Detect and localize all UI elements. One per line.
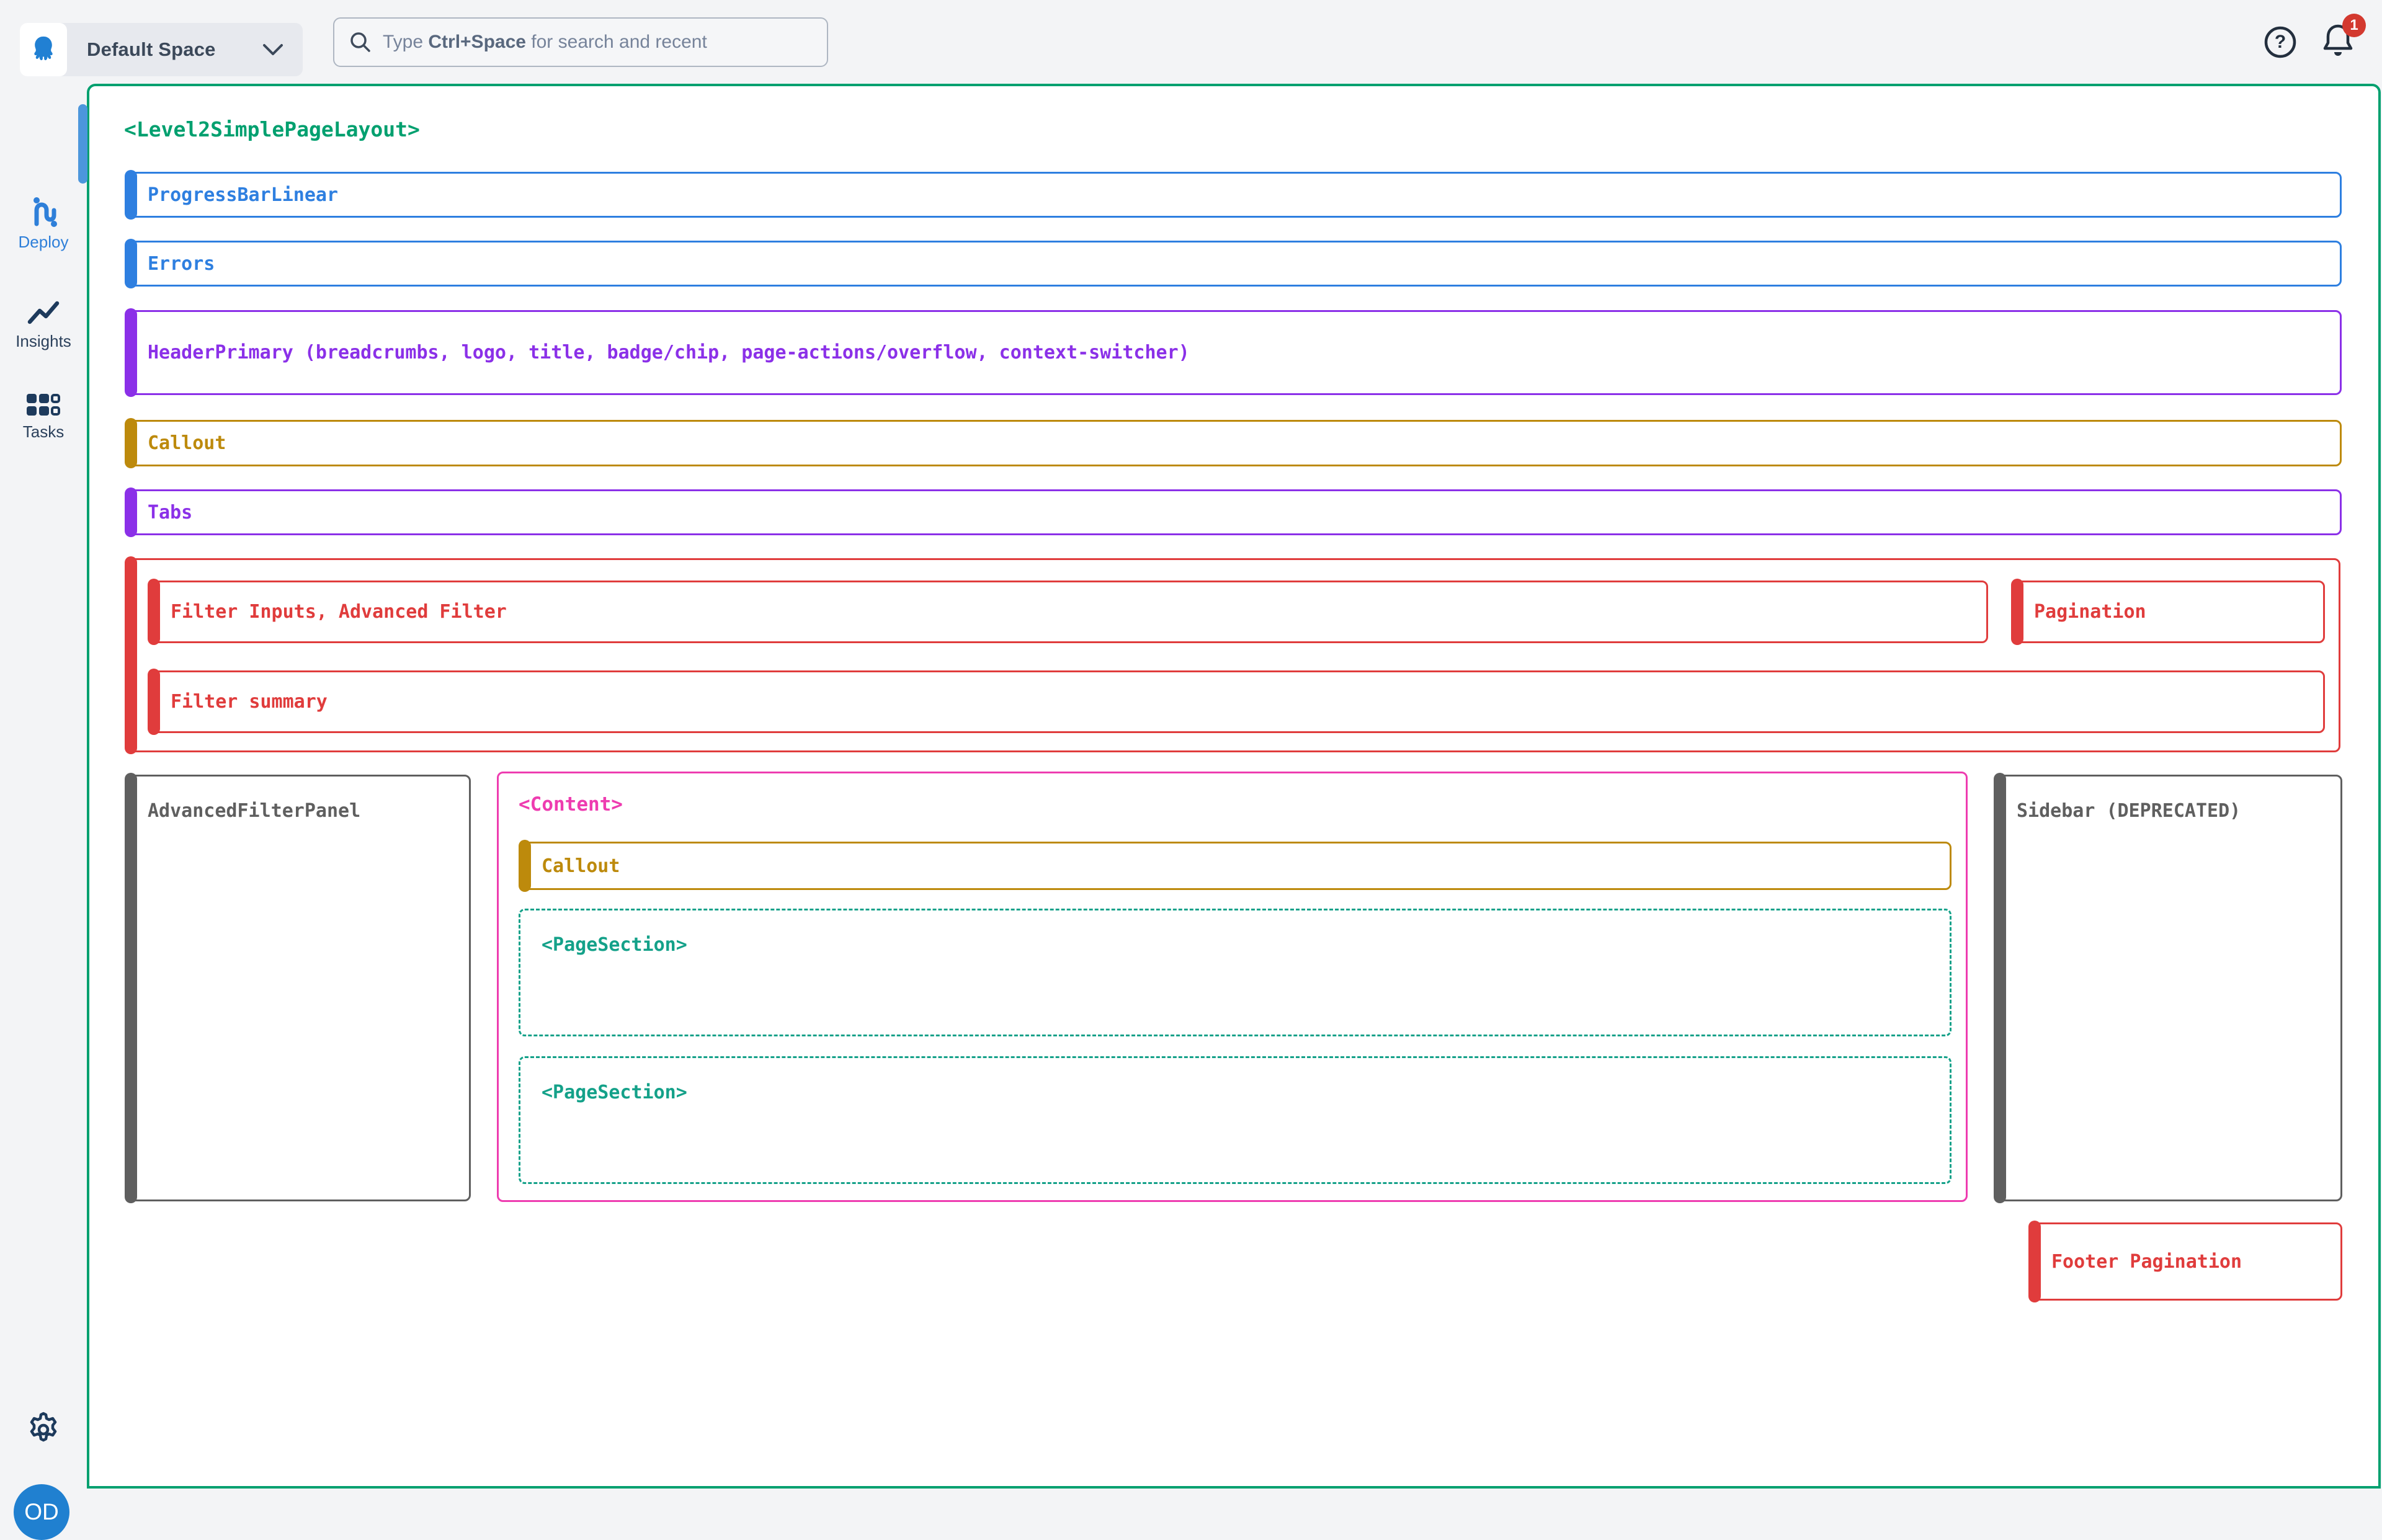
search-input[interactable]: Type Ctrl+Space for search and recent: [333, 17, 828, 67]
page-section-box: <PageSection>: [519, 1056, 1952, 1184]
progress-bar-linear-box: ProgressBarLinear: [125, 170, 2342, 220]
content-box: <Content> Callout <PageSection> <PageSec…: [497, 772, 1968, 1202]
sidebar-item-label: Insights: [16, 332, 71, 350]
advanced-filter-panel-box: AdvancedFilterPanel: [125, 773, 471, 1203]
octopus-logo-icon: [34, 36, 53, 61]
advanced-filter-panel-label: AdvancedFilterPanel: [148, 800, 361, 822]
callout-box: Callout: [125, 418, 2342, 468]
sidebar-item-label: Deploy: [18, 233, 69, 251]
search-placeholder: Type Ctrl+Space for search and recent: [383, 32, 707, 52]
content-callout-label: Callout: [542, 855, 620, 877]
active-nav-indicator: [78, 104, 87, 184]
gear-icon: [30, 1412, 57, 1442]
space-switcher[interactable]: Default Space: [20, 23, 303, 76]
help-icon: ?: [2264, 26, 2296, 58]
insights-icon: [27, 301, 60, 324]
tasks-icon: [27, 394, 60, 416]
header-primary-label: HeaderPrimary (breadcrumbs, logo, title,…: [148, 342, 1190, 363]
sidebar-item-deploy[interactable]: Deploy: [0, 193, 87, 252]
filter-summary-label: Filter summary: [171, 691, 328, 713]
notifications-button[interactable]: 1: [2320, 14, 2366, 62]
left-nav: Deploy Insights Tasks OD: [0, 84, 87, 1540]
footer-pagination-box: Footer Pagination: [2028, 1221, 2342, 1302]
pagination-label: Pagination: [2034, 601, 2146, 623]
avatar[interactable]: OD: [14, 1484, 69, 1540]
chevron-down-icon: [261, 42, 285, 58]
sidebar-deprecated-label: Sidebar (DEPRECATED): [2017, 800, 2241, 822]
layout-canvas: <Level2SimplePageLayout> ProgressBarLine…: [87, 84, 2381, 1489]
sidebar-item-tasks[interactable]: Tasks: [0, 391, 87, 442]
filter-inputs-box: Filter Inputs, Advanced Filter: [148, 579, 1988, 645]
layout-root-label: <Level2SimplePageLayout>: [124, 117, 420, 141]
deploy-icon: [33, 197, 57, 227]
filter-inputs-label: Filter Inputs, Advanced Filter: [171, 601, 507, 623]
tabs-box: Tabs: [125, 487, 2342, 537]
sidebar-item-label: Tasks: [22, 422, 65, 441]
content-callout-box: Callout: [519, 840, 1952, 892]
search-icon: [348, 30, 373, 55]
pagination-box: Pagination: [2011, 579, 2325, 645]
errors-box: Errors: [125, 239, 2342, 288]
octopus-logo[interactable]: [20, 23, 67, 76]
errors-label: Errors: [148, 252, 215, 275]
filter-group-box: Filter Inputs, Advanced Filter Paginatio…: [125, 556, 2340, 754]
page-section-label: <PageSection>: [542, 934, 687, 956]
settings-button[interactable]: [25, 1411, 62, 1448]
avatar-initials: OD: [24, 1499, 59, 1524]
page-section-box: <PageSection>: [519, 909, 1952, 1036]
space-name: Default Space: [87, 38, 216, 60]
sidebar-deprecated-box: Sidebar (DEPRECATED): [1994, 773, 2342, 1203]
sidebar-item-insights[interactable]: Insights: [0, 297, 87, 351]
callout-label: Callout: [148, 432, 226, 454]
top-bar: Default Space Type Ctrl+Space for search…: [0, 0, 2382, 84]
svg-text:?: ?: [2275, 32, 2286, 52]
help-button[interactable]: ?: [2263, 25, 2298, 60]
progress-bar-linear-label: ProgressBarLinear: [148, 184, 339, 206]
page-section-label: <PageSection>: [542, 1082, 687, 1103]
notification-badge: 1: [2342, 14, 2366, 37]
footer-pagination-label: Footer Pagination: [2051, 1250, 2242, 1273]
header-primary-box: HeaderPrimary (breadcrumbs, logo, title,…: [125, 308, 2342, 397]
tabs-label: Tabs: [148, 501, 193, 523]
content-label: <Content>: [519, 793, 623, 816]
filter-summary-box: Filter summary: [148, 669, 2325, 735]
